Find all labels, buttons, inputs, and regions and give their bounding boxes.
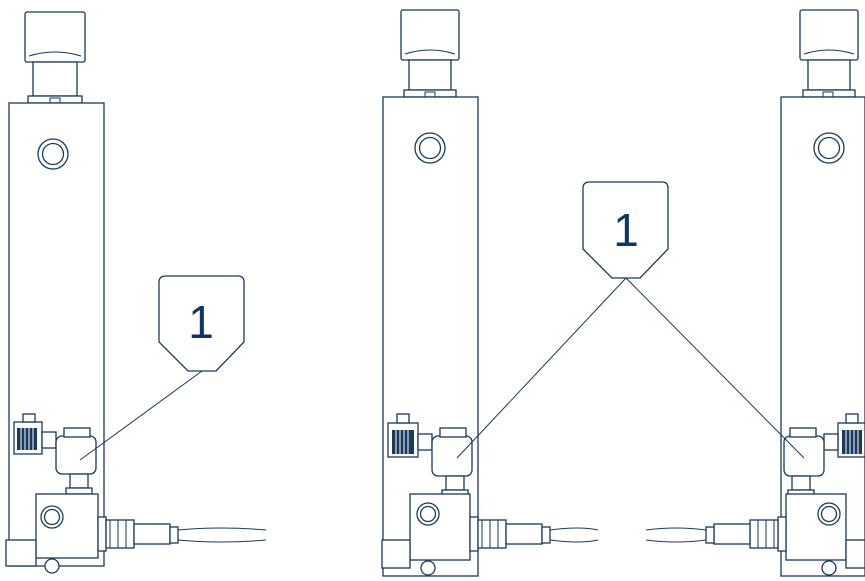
sight-port-right [813,132,845,164]
hose-right [645,527,707,543]
sight-port-left [37,138,69,170]
leader-line-left [79,370,203,461]
callout-label-center: 1 [613,204,639,256]
leader-line-center-left [456,277,627,459]
manifold-left [5,493,99,574]
leader-line-center-right [625,277,805,459]
sight-port-center [414,132,446,164]
fitting-right [705,516,787,552]
manifold-center [381,493,471,576]
callout-left: 1 [79,275,245,461]
solenoid-valve-center [387,413,473,497]
callout-tag-left [158,275,245,372]
callout-center: 1 [456,181,805,459]
hose-left [177,527,267,543]
hose-center [549,527,599,543]
knob-center [400,9,460,98]
callout-tag-center [582,181,669,279]
solenoid-valve-left [13,413,97,495]
callout-label-left: 1 [188,296,214,348]
solenoid-valve-right [783,413,865,497]
device-right [645,9,865,577]
fitting-center [469,516,551,552]
knob-left [24,11,86,104]
device-center [381,9,599,577]
knob-right [799,9,859,98]
fitting-left [97,516,179,552]
device-left [5,11,267,574]
